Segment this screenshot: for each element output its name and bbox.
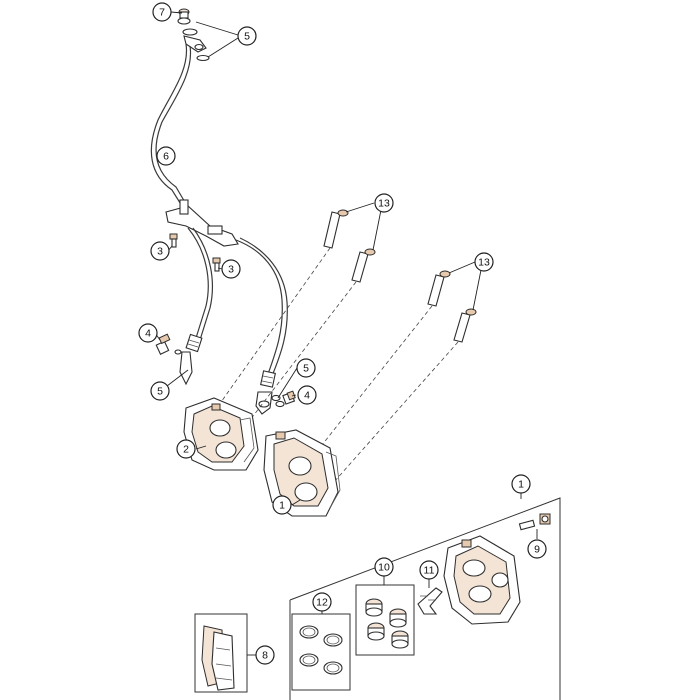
callout-c5-top: 5 [237,26,257,46]
callout-number: 11 [424,565,435,577]
leader-lines [154,11,482,506]
callout-circle [152,2,172,22]
callout-c11: 11 [419,560,439,580]
callout-number: 1 [518,479,524,491]
callout-c4-mid: 4 [297,385,317,405]
callout-number: 7 [159,7,165,19]
callout-circle [176,439,196,459]
callout-c9: 9 [527,539,547,559]
callout-number: 5 [244,31,250,43]
hose-crimp-right [260,370,276,388]
callout-circle [527,539,547,559]
callout-number: 9 [534,544,540,556]
callout-number: 3 [157,246,163,258]
washers-5-mid [271,394,285,408]
callout-circle [297,385,317,405]
bleed-valve-9 [518,513,551,531]
callout-c3-left: 3 [150,241,170,261]
callout-number: 4 [304,390,310,402]
callout-c6: 6 [156,146,176,166]
callout-circle [272,495,292,515]
callout-c4-left: 4 [138,323,158,343]
callout-circle [237,26,257,46]
callout-c3-mid: 3 [221,259,241,279]
callout-c13-top: 13 [374,193,394,213]
callout-c7: 7 [152,2,172,22]
callout-number: 3 [228,264,234,276]
callout-c13-right: 13 [474,252,494,272]
callout-c10: 10 [374,557,394,577]
callout-circle [150,381,170,401]
callout-c5-left: 5 [150,381,170,401]
callout-c8: 8 [255,645,275,665]
callout-number: 5 [303,363,309,375]
seal-kit-12-frame [291,613,351,691]
guide-pins-13-upper [323,209,376,283]
callout-number: 13 [378,198,390,210]
callout-number: 8 [262,650,268,662]
brake-caliper-1 [263,429,341,517]
callout-number: 1 [279,500,285,512]
pad-spring-11 [417,587,443,615]
callout-circle [312,592,332,612]
callout-circle [419,560,439,580]
caliper-kit-body [443,535,521,625]
seal-rings-12 [299,625,343,675]
callout-circle [156,146,176,166]
hose-crimp-left [185,333,203,353]
callout-number: 13 [478,257,490,269]
piston-set-10-frame [355,584,415,656]
callout-number: 6 [163,151,169,163]
brake-caliper-2 [183,397,259,471]
callout-number: 4 [145,328,151,340]
brake-pads-8-frame [194,613,248,693]
callout-c12: 12 [312,592,332,612]
callout-circle [474,252,494,272]
callout-c5-mid: 5 [296,358,316,378]
callout-number: 5 [157,386,163,398]
callout-circle [296,358,316,378]
guide-pins-13-lower [427,270,477,343]
bolt-3-mid [212,257,221,272]
top-banjo-fitting [177,8,210,62]
banjo-bolt-4-mid [282,390,296,405]
callout-circle [150,241,170,261]
pistons-10 [365,598,409,649]
callout-number: 2 [183,444,189,456]
brake-pads-8 [201,625,235,691]
callout-circle [374,557,394,577]
callout-number: 10 [378,562,390,574]
hose-junction-block [165,199,239,247]
brake-hose-assembly [150,8,296,415]
callout-c1-kit: 1 [511,474,531,494]
callout-circle [374,193,394,213]
callout-circle [511,474,531,494]
bolt-3-left [169,233,178,248]
callout-circle [221,259,241,279]
callout-c1-caliper: 1 [272,495,292,515]
callout-c2: 2 [176,439,196,459]
banjo-bolt-4-left [155,333,171,355]
callout-circle [138,323,158,343]
callout-circle [255,645,275,665]
callout-number: 12 [316,597,328,609]
